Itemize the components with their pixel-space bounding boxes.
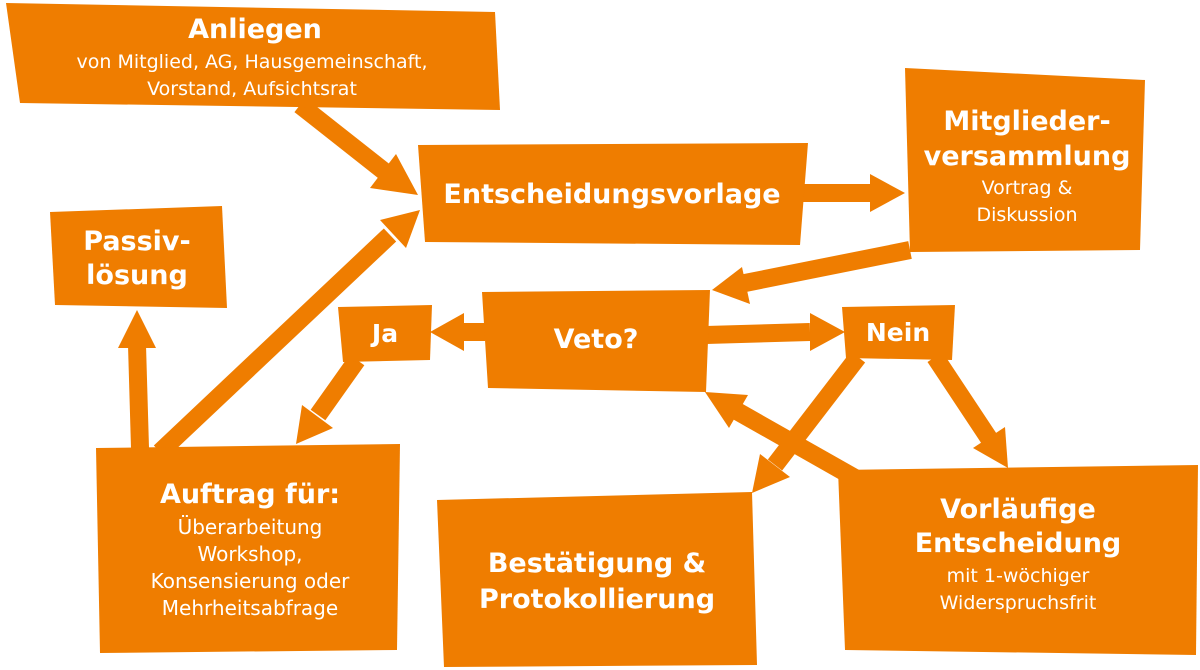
arrow-mv-to-veto bbox=[743, 241, 912, 292]
arrow-nein-to-vorlaeufig bbox=[927, 352, 998, 445]
box-auftrag bbox=[96, 444, 400, 653]
box-passivloesung bbox=[50, 206, 227, 308]
box-entscheidungsvorlage bbox=[418, 143, 808, 245]
node-mitgliederversammlung: Mitglieder- versammlung Vortrag & Diskus… bbox=[924, 106, 1131, 226]
box-veto bbox=[482, 290, 710, 392]
arrowhead-veto-to-nein bbox=[810, 313, 845, 351]
arrow-vorlaeufig-to-veto bbox=[730, 402, 860, 486]
bestaetigung-title-line-2: Protokollierung bbox=[479, 584, 715, 615]
arrowhead-nein-to-vorlaeufig bbox=[973, 427, 1008, 468]
veto-title: Veto? bbox=[554, 324, 639, 355]
vorlaeufig-title-line-1: Vorläufige bbox=[940, 494, 1096, 525]
arrowhead-auftrag-to-vorlage bbox=[380, 210, 420, 248]
box-mitgliederversammlung bbox=[905, 68, 1145, 252]
auftrag-line-4: Mehrheitsabfrage bbox=[162, 596, 338, 620]
vorlaeufig-line-2: Widerspruchsfrit bbox=[940, 592, 1097, 614]
arrowhead-vorlage-to-mv bbox=[870, 174, 905, 212]
vorlaeufig-line-1: mit 1-wöchiger bbox=[947, 565, 1090, 587]
node-auftrag: Auftrag für: Überarbeitung Workshop, Kon… bbox=[151, 479, 351, 620]
mv-title-line-2: versammlung bbox=[924, 141, 1131, 172]
passiv-title-line-1: Passiv- bbox=[83, 226, 191, 257]
box-anliegen bbox=[6, 3, 500, 110]
arrow-anliegen-to-vorlage bbox=[294, 97, 391, 180]
anliegen-title: Anliegen bbox=[188, 14, 322, 45]
node-veto: Veto? bbox=[554, 324, 639, 355]
arrowhead-vorlaeufig-to-veto bbox=[705, 392, 748, 428]
box-bestaetigung bbox=[437, 492, 757, 667]
arrowhead-mv-to-veto bbox=[712, 267, 750, 304]
box-ja bbox=[338, 305, 432, 362]
auftrag-title: Auftrag für: bbox=[160, 479, 340, 510]
anliegen-line-2: Vorstand, Aufsichtsrat bbox=[147, 78, 357, 100]
anliegen-line-1: von Mitglied, AG, Hausgemeinschaft, bbox=[77, 51, 428, 73]
node-passivloesung: Passiv- lösung bbox=[83, 226, 191, 291]
vorlage-title: Entscheidungsvorlage bbox=[443, 179, 780, 210]
box-vorlaeufig bbox=[838, 465, 1198, 655]
arrows bbox=[118, 97, 1008, 493]
node-bestaetigung: Bestätigung & Protokollierung bbox=[479, 548, 715, 615]
arrow-veto-to-nein bbox=[705, 323, 811, 344]
arrow-ja-to-auftrag bbox=[310, 354, 365, 421]
arrowhead-anliegen-to-vorlage bbox=[370, 154, 418, 195]
mv-line-2: Diskussion bbox=[976, 204, 1077, 226]
bestaetigung-title-line-1: Bestätigung & bbox=[488, 548, 706, 579]
arrow-auftrag-to-passiv bbox=[128, 344, 149, 449]
ja-title: Ja bbox=[370, 319, 398, 348]
arrowhead-auftrag-to-passiv bbox=[118, 310, 156, 348]
arrow-auftrag-to-vorlage bbox=[153, 228, 397, 459]
auftrag-line-3: Konsensierung oder bbox=[151, 569, 351, 593]
arrowhead-veto-to-ja bbox=[430, 313, 464, 351]
vorlaeufig-title-line-2: Entscheidung bbox=[915, 528, 1122, 559]
node-nein: Nein bbox=[866, 318, 930, 347]
passiv-title-line-2: lösung bbox=[86, 260, 188, 291]
arrowhead-nein-to-bestaetigung bbox=[752, 454, 790, 493]
node-ja: Ja bbox=[370, 319, 398, 348]
mv-line-1: Vortrag & bbox=[982, 177, 1073, 199]
node-vorlaeufig: Vorläufige Entscheidung mit 1-wöchiger W… bbox=[915, 494, 1122, 614]
node-anliegen: Anliegen von Mitglied, AG, Hausgemeinsch… bbox=[77, 14, 428, 100]
nein-title: Nein bbox=[866, 318, 930, 347]
mv-title-line-1: Mitglieder- bbox=[943, 106, 1110, 137]
arrowhead-ja-to-auftrag bbox=[296, 405, 333, 444]
auftrag-line-1: Überarbeitung bbox=[178, 515, 323, 539]
boxes bbox=[6, 3, 1198, 667]
auftrag-line-2: Workshop, bbox=[197, 542, 302, 566]
node-entscheidungsvorlage: Entscheidungsvorlage bbox=[443, 179, 780, 210]
box-nein bbox=[842, 305, 955, 360]
